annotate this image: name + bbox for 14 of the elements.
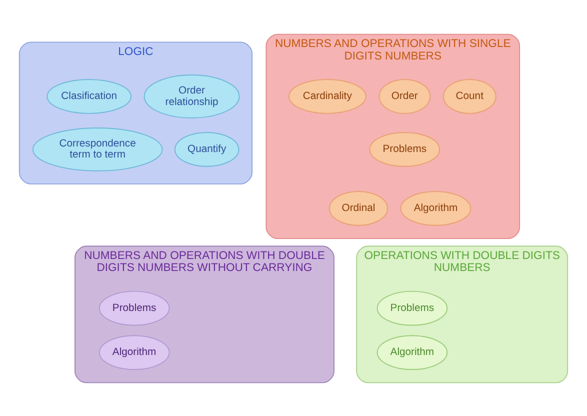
node-ellipse: Cardinality [288, 78, 366, 114]
node-ellipse: Ordinal [328, 190, 388, 226]
node-ellipse: Order [378, 78, 431, 114]
node-ellipse: Problems [98, 290, 170, 326]
node-ellipse: Quantify [174, 132, 240, 166]
node-ellipse: Algorithm [98, 334, 170, 370]
node-ellipse: Correspondence term to term [32, 127, 163, 171]
node-ellipse: Algorithm [376, 334, 448, 370]
node-ellipse: Algorithm [400, 190, 472, 226]
node-ellipse: Problems [369, 132, 440, 166]
node-ellipse: Clasification [46, 78, 132, 114]
node-ellipse: Problems [376, 290, 448, 326]
node-ellipse: Order relationship [144, 74, 240, 118]
node-ellipse: Count [442, 78, 496, 114]
